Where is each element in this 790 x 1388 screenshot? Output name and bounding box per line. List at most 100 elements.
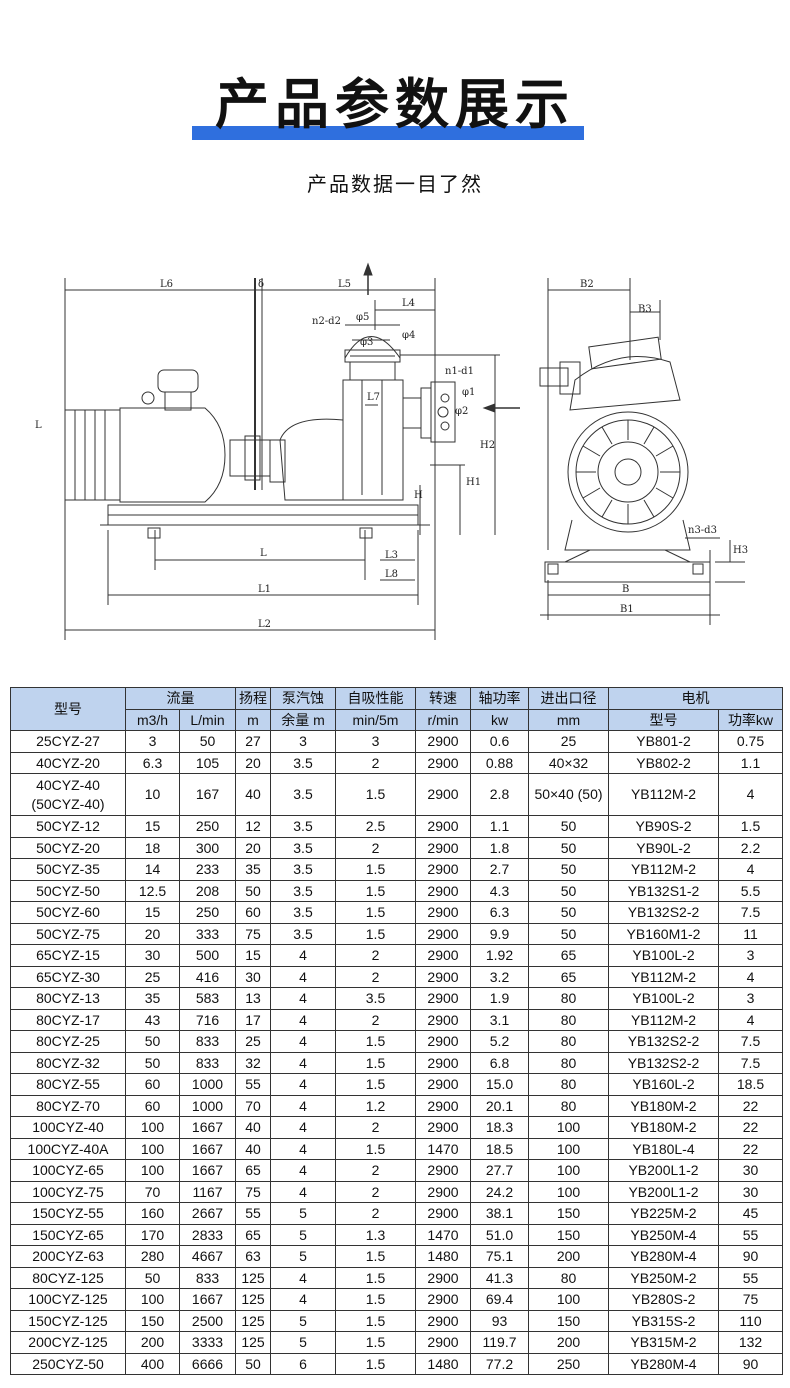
table-cell: 2	[335, 1008, 416, 1031]
table-cell: 200	[125, 1331, 180, 1354]
table-cell: 1.8	[470, 836, 529, 859]
table-cell: 3333	[179, 1331, 236, 1354]
table-cell: 150CYZ-125	[10, 1309, 126, 1332]
table-cell: 200CYZ-63	[10, 1245, 126, 1268]
header-model: 型号	[10, 687, 126, 731]
table-cell: 1470	[415, 1223, 471, 1246]
table-cell: YB250M-4	[608, 1223, 719, 1246]
label-H1: H1	[466, 477, 481, 488]
table-cell: 416	[179, 965, 236, 988]
table-cell: 45	[718, 1202, 783, 1225]
table-cell: YB315M-2	[608, 1331, 719, 1354]
table-cell: 2833	[179, 1223, 236, 1246]
table-cell: 25	[125, 965, 180, 988]
table-cell: 2900	[415, 1266, 471, 1289]
table-cell: 2.5	[335, 815, 416, 838]
table-cell: YB250M-2	[608, 1266, 719, 1289]
label-phi5: φ5	[356, 312, 369, 323]
table-cell: 150	[125, 1309, 180, 1332]
table-cell: 110	[718, 1309, 783, 1332]
table-cell: 43	[125, 1008, 180, 1031]
table-cell: 100	[528, 1288, 609, 1311]
table-cell: 1667	[179, 1116, 236, 1139]
table-cell: 3	[718, 987, 783, 1010]
table-cell: 30	[235, 965, 271, 988]
table-cell: 4	[270, 1094, 336, 1117]
table-cell: 93	[470, 1309, 529, 1332]
table-cell: 3	[718, 944, 783, 967]
table-cell: YB112M-2	[608, 1008, 719, 1031]
table-cell: 1.5	[335, 1288, 416, 1311]
table-cell: 3.5	[270, 836, 336, 859]
table-cell: 100	[125, 1137, 180, 1160]
table-cell: YB180M-2	[608, 1094, 719, 1117]
table-cell: 10	[125, 773, 180, 816]
header-self-priming: 自吸性能	[335, 687, 416, 710]
table-cell: 50CYZ-75	[10, 922, 126, 945]
table-cell: 333	[179, 922, 236, 945]
table-cell: 9.9	[470, 922, 529, 945]
table-cell: 4.3	[470, 879, 529, 902]
label-B1: B1	[620, 604, 634, 615]
table-cell: 80CYZ-13	[10, 987, 126, 1010]
header-motor-power: 功率kw	[718, 708, 783, 731]
table-cell: 4	[718, 773, 783, 816]
table-cell: 100CYZ-65	[10, 1159, 126, 1182]
table-cell: 3	[335, 730, 416, 753]
header-npsh: 泵汽蚀	[270, 687, 336, 710]
table-cell: 4	[270, 1266, 336, 1289]
header-diameter: 进出口径	[528, 687, 609, 710]
table-cell: 35	[125, 987, 180, 1010]
label-B: B	[622, 584, 629, 595]
label-n3-d3: n3-d3	[688, 525, 717, 536]
table-cell: YB112M-2	[608, 965, 719, 988]
table-cell: 50	[528, 922, 609, 945]
table-cell: 7.5	[718, 901, 783, 924]
table-cell: 18.5	[718, 1073, 783, 1096]
table-cell: 833	[179, 1051, 236, 1074]
header-self-priming-unit: min/5m	[335, 708, 416, 731]
table-cell: 35	[235, 858, 271, 881]
table-cell: 100	[528, 1137, 609, 1160]
table-cell: 20.1	[470, 1094, 529, 1117]
table-cell: YB112M-2	[608, 773, 719, 816]
table-cell: 80	[528, 1094, 609, 1117]
table-cell: 2900	[415, 1331, 471, 1354]
table-cell: 1.5	[335, 1352, 416, 1375]
table-cell: 2900	[415, 858, 471, 881]
table-cell: 41.3	[470, 1266, 529, 1289]
header-flow-lmin: L/min	[179, 708, 236, 731]
table-cell: 80CYZ-125	[10, 1266, 126, 1289]
table-cell: 40CYZ-40 (50CYZ-40)	[10, 773, 126, 816]
table-cell: 208	[179, 879, 236, 902]
table-cell: 1.3	[335, 1223, 416, 1246]
table-cell: 6	[270, 1352, 336, 1375]
table-cell: 250CYZ-50	[10, 1352, 126, 1375]
table-cell: 1480	[415, 1245, 471, 1268]
table-cell: 125	[235, 1309, 271, 1332]
table-cell: 55	[718, 1223, 783, 1246]
table-cell: 27.7	[470, 1159, 529, 1182]
table-cell: 2500	[179, 1309, 236, 1332]
table-cell: 55	[235, 1073, 271, 1096]
table-cell: 4	[270, 965, 336, 988]
table-cell: 100CYZ-125	[10, 1288, 126, 1311]
table-cell: 3.5	[270, 922, 336, 945]
table-cell: 50	[528, 879, 609, 902]
table-cell: 2900	[415, 965, 471, 988]
table-cell: 32	[235, 1051, 271, 1074]
table-cell: 60	[125, 1073, 180, 1096]
label-L6: L6	[160, 279, 173, 290]
table-cell: 4	[270, 1137, 336, 1160]
table-cell: 50CYZ-50	[10, 879, 126, 902]
table-cell: 1.5	[335, 1309, 416, 1332]
table-cell: 2900	[415, 1159, 471, 1182]
table-cell: 65	[528, 944, 609, 967]
table-cell: 50	[235, 1352, 271, 1375]
